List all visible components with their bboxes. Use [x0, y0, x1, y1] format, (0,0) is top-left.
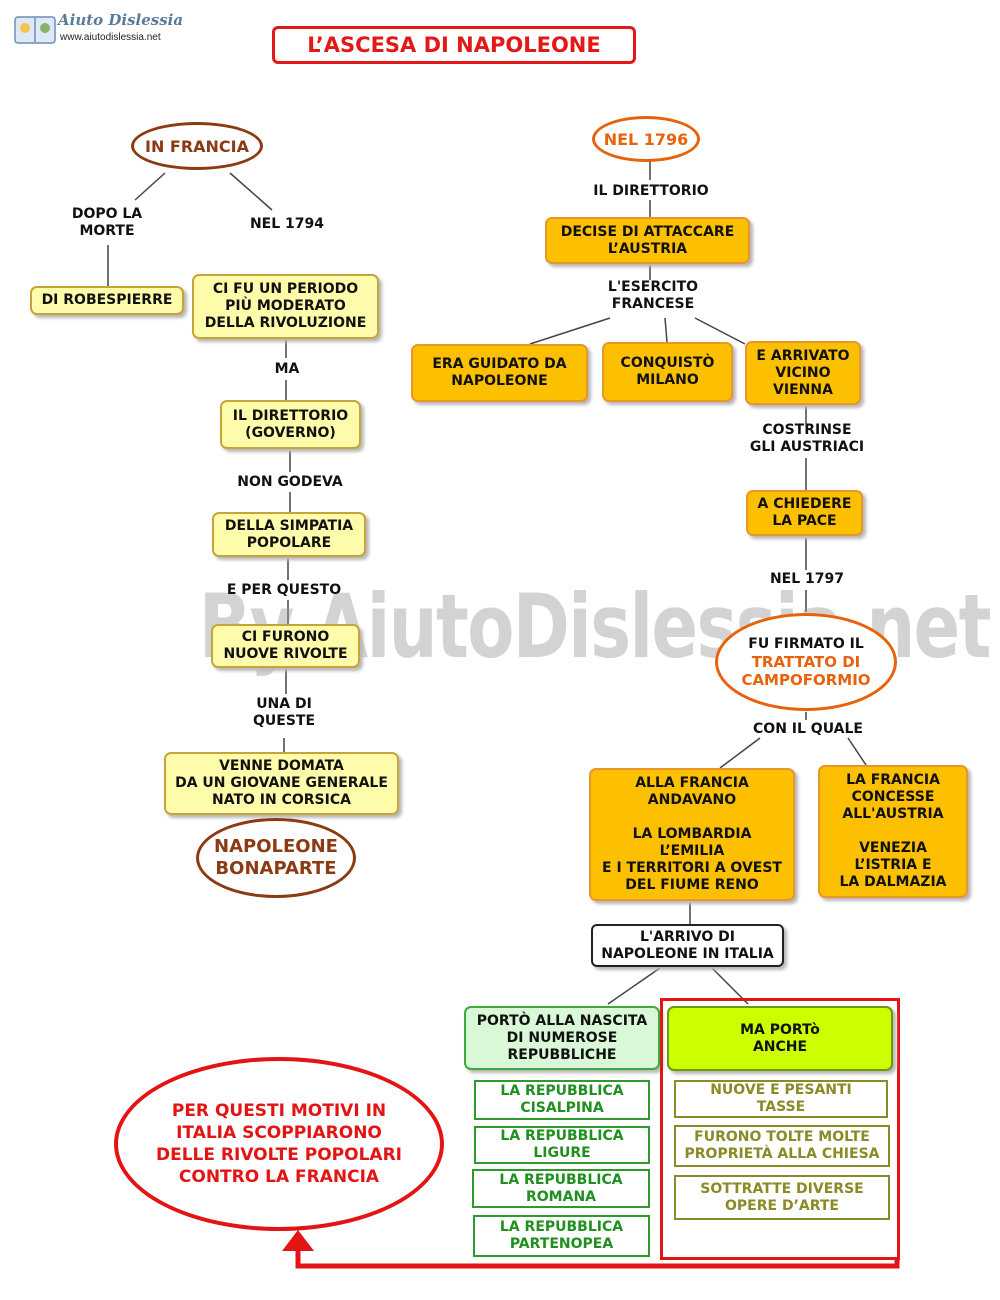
repubblica-romana: LA REPUBBLICA ROMANA	[472, 1169, 650, 1208]
repubblica-ligure: LA REPUBBLICA LIGURE	[474, 1126, 650, 1164]
logo: Aiuto Dislessia www.aiutodislessia.net	[14, 10, 183, 48]
conseguenza-tasse: NUOVE E PESANTI TASSE	[674, 1080, 888, 1118]
link-non-godeva: NON GODEVA	[237, 474, 343, 490]
box-porto-repubbliche: PORTÒ ALLA NASCITA DI NUMEROSE REPUBBLIC…	[464, 1006, 660, 1070]
trattato-prefix: FU FIRMATO IL	[748, 636, 864, 652]
napoleone-bonaparte: NAPOLEONE BONAPARTE	[196, 818, 356, 898]
box-ma-porto-anche: MA PORTò ANCHE	[667, 1006, 893, 1071]
link-nel-1794: NEL 1794	[249, 216, 325, 232]
root-in-francia: IN FRANCIA	[131, 122, 263, 170]
box-robespierre: DI ROBESPIERRE	[30, 286, 184, 315]
conseguenze-frame	[660, 998, 900, 1260]
box-chiedere-pace: A CHIEDERE LA PACE	[746, 490, 863, 536]
link-una-di-queste: UNA DI QUESTE	[252, 696, 316, 729]
box-venne-domata: VENNE DOMATA DA UN GIOVANE GENERALE NATO…	[164, 752, 399, 815]
link-dopo-la-morte: DOPO LA MORTE	[71, 206, 143, 239]
box-simpatia-popolare: DELLA SIMPATIA POPOLARE	[212, 512, 366, 557]
link-e-per-questo: E PER QUESTO	[226, 582, 342, 598]
conclusione-rivolte: PER QUESTI MOTIVI IN ITALIA SCOPPIARONO …	[114, 1057, 444, 1231]
repubblica-cisalpina: LA REPUBBLICA CISALPINA	[474, 1080, 650, 1120]
page-title: L’ASCESA DI NAPOLEONE	[272, 26, 636, 64]
conseguenza-opere-arte: SOTTRATTE DIVERSE OPERE D’ARTE	[674, 1175, 890, 1220]
root-nel-1796: NEL 1796	[592, 116, 700, 162]
box-vicino-vienna: E ARRIVATO VICINO VIENNA	[745, 341, 861, 405]
link-esercito-francese: L'ESERCITO FRANCESE	[607, 279, 699, 312]
link-il-direttorio: IL DIRETTORIO	[593, 183, 709, 199]
book-logo-icon	[14, 16, 56, 44]
link-nel-1797: NEL 1797	[769, 571, 845, 587]
box-conquisto-milano: CONQUISTÒ MILANO	[602, 342, 733, 402]
box-nuove-rivolte: CI FURONO NUOVE RIVOLTE	[211, 624, 360, 668]
box-arrivo-napoleone: L'ARRIVO DI NAPOLEONE IN ITALIA	[591, 924, 784, 967]
link-ma: MA	[274, 361, 300, 377]
repubblica-partenopea: LA REPUBBLICA PARTENOPEA	[473, 1215, 650, 1257]
box-periodo-moderato: CI FU UN PERIODO PIÙ MODERATO DELLA RIVO…	[192, 274, 379, 339]
conseguenza-chiesa: FURONO TOLTE MOLTE PROPRIETÀ ALLA CHIESA	[674, 1125, 890, 1167]
box-decise-attaccare: DECISE DI ATTACCARE L’AUSTRIA	[545, 217, 750, 264]
box-alla-francia: ALLA FRANCIA ANDAVANO LA LOMBARDIA L’EMI…	[589, 768, 795, 901]
box-concesse-austria: LA FRANCIA CONCESSE ALL'AUSTRIA VENEZIA …	[818, 765, 968, 898]
box-guidato-napoleone: ERA GUIDATO DA NAPOLEONE	[411, 344, 588, 402]
link-con-il-quale: CON IL QUALE	[753, 721, 863, 737]
box-direttorio-governo: IL DIRETTORIO (GOVERNO)	[220, 400, 361, 449]
trattato-campoformio: FU FIRMATO IL TRATTATO DI CAMPOFORMIO	[715, 613, 897, 711]
link-costrinse-austriaci: COSTRINSE GLI AUSTRIACI	[749, 422, 865, 455]
trattato-name: TRATTATO DI CAMPOFORMIO	[741, 653, 871, 689]
logo-name: Aiuto Dislessia	[58, 11, 184, 29]
logo-url: www.aiutodislessia.net	[60, 32, 161, 43]
